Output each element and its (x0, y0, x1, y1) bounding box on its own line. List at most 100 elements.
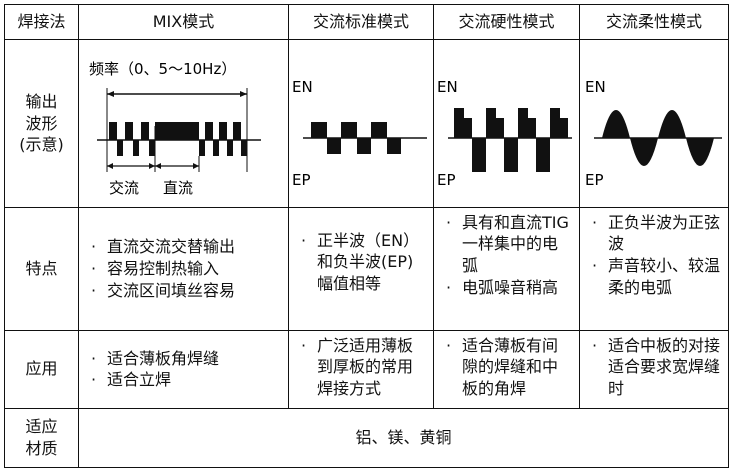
hard-waveform-cell: EN EP (433, 38, 580, 208)
soft-application-list: ·适合中板的对接适合要求宽焊缝时 (586, 335, 722, 400)
standard-ep-label: EP (292, 171, 311, 189)
standard-en-label: EN (292, 78, 313, 96)
soft-features-list: · 正负半波为正弦波 ·声音较小、较温柔的电弧 (586, 212, 722, 298)
header-mix-mode: MIX模式 (78, 4, 289, 40)
feature-text: 正负半波为正弦波 (608, 212, 721, 254)
hard-application-list: · 适合薄板有间隙的焊缝和中板的角焊 (440, 335, 573, 400)
bullet-icon: · (91, 237, 97, 257)
application-text: 广泛适用薄板到厚板的常用焊接方式 (317, 335, 414, 398)
feature-text: 交流区间填丝容易 (107, 280, 236, 300)
waveform-row: 输出 波形 (示意) 频率（0、5～10Hz） (4, 38, 729, 208)
list-item: ·适合薄板角焊缝 (85, 348, 282, 370)
bullet-icon: · (446, 335, 452, 355)
mix-ac-pulse-pos (125, 122, 133, 141)
feature-text: 具有和直流TIG一样集中的电弧 (462, 212, 569, 275)
list-item: ·声音较小、较温柔的电弧 (586, 255, 722, 298)
list-item: · 适合薄板有间隙的焊缝和中板的角焊 (440, 335, 573, 400)
material-row-label: 适应 材质 (4, 407, 79, 469)
mix-application-list: ·适合薄板角焊缝 ·适合立焊 (85, 348, 282, 391)
feature-text: 容易控制热输入 (107, 258, 220, 278)
hard-en-pulse (518, 108, 528, 139)
hard-features-cell: · 具有和直流TIG一样集中的电弧 ·电弧噪音稍高 (433, 206, 580, 331)
soft-ep-halfwave (630, 138, 658, 167)
standard-waveform-cell: EN EP (288, 38, 434, 208)
soft-ep-halfwave (686, 138, 714, 167)
waveform-label-line-1: 输出 (25, 91, 58, 111)
dc-arrow-left-icon (155, 163, 161, 170)
mix-application-cell: ·适合薄板角焊缝 ·适合立焊 (78, 329, 289, 409)
soft-waveform-cell: EN EP (579, 38, 729, 208)
mix-waveform-cell: 频率（0、5～10Hz） (78, 38, 289, 208)
hard-application-cell: · 适合薄板有间隙的焊缝和中板的角焊 (433, 329, 580, 409)
waveform-label-line-2: 波形 (25, 113, 58, 133)
header-row: 焊接法 MIX模式 交流标准模式 交流硬性模式 交流柔性模式 (4, 4, 729, 40)
mix-ac-pulse-pos (205, 122, 213, 141)
weld-mode-table: 焊接法 MIX模式 交流标准模式 交流硬性模式 交流柔性模式 输出 波形 (示意… (4, 4, 729, 469)
application-row: 应用 ·适合薄板角焊缝 ·适合立焊 ·广泛适用薄板到厚板的常用焊接方式 ·适合薄… (4, 329, 729, 409)
header-ac-standard-mode: 交流标准模式 (288, 4, 434, 40)
bullet-icon: · (91, 370, 97, 390)
mix-ac-pulse-pos (109, 122, 117, 141)
standard-features-cell: · 正半波（EN）和负半波(EP)幅值相等 (288, 206, 434, 331)
mix-ac-pulse-neg (117, 140, 123, 157)
hard-ep-pulse (536, 138, 550, 173)
hard-en-pulse-shoulder (496, 118, 504, 139)
hard-ep-label: EP (437, 171, 456, 189)
header-weld-method: 焊接法 (4, 4, 79, 40)
mix-ac-pulse-pos (233, 122, 241, 141)
material-label-line-2: 材质 (25, 438, 58, 458)
application-text: 适合薄板有间隙的焊缝和中板的角焊 (462, 335, 559, 398)
dc-arrow-right-icon (193, 163, 199, 170)
hard-ep-pulse (472, 138, 486, 173)
standard-ep-pulse (327, 138, 341, 155)
mix-dc-label: 直流 (163, 179, 193, 197)
bullet-icon: · (301, 230, 307, 250)
mix-ac-pulse-neg (241, 140, 247, 157)
waveform-label-line-3: (示意) (19, 135, 64, 155)
standard-en-pulse (341, 122, 357, 139)
hard-en-pulse (550, 108, 560, 139)
bullet-icon: · (592, 212, 598, 232)
mix-ac-pulse-neg (199, 140, 205, 157)
soft-en-halfwave (602, 110, 630, 139)
material-row: 适应 材质 铝、镁、黄铜 (4, 407, 729, 469)
hard-en-label: EN (437, 78, 458, 96)
material-label-line-1: 适应 (25, 417, 58, 437)
soft-application-cell: ·适合中板的对接适合要求宽焊缝时 (579, 329, 729, 409)
header-ac-hard-mode: 交流硬性模式 (433, 4, 580, 40)
standard-application-list: ·广泛适用薄板到厚板的常用焊接方式 (295, 335, 427, 400)
feature-text: 正半波（EN）和负半波(EP)幅值相等 (317, 230, 420, 293)
standard-en-pulse (371, 122, 387, 139)
standard-features-list: · 正半波（EN）和负半波(EP)幅值相等 (295, 230, 427, 295)
soft-waveform-diagram: EN EP (585, 78, 722, 189)
list-item: · 正负半波为正弦波 (586, 212, 722, 255)
list-item: ·容易控制热输入 (85, 258, 282, 280)
standard-waveform-diagram: EN EP (292, 78, 427, 189)
features-row-label: 特点 (4, 206, 79, 331)
standard-ep-pulse (357, 138, 371, 155)
standard-application-cell: ·广泛适用薄板到厚板的常用焊接方式 (288, 329, 434, 409)
mix-waveform-diagram: 频率（0、5～10Hz） (89, 60, 261, 197)
ac-arrow-left-icon (107, 163, 113, 170)
mix-dc-block (155, 122, 199, 141)
mix-ac-pulse-pos (219, 122, 227, 141)
bullet-icon: · (446, 212, 452, 232)
frequency-arrow-left-icon (107, 91, 114, 98)
list-item: ·电弧噪音稍高 (440, 277, 573, 299)
features-row: 特点 ·直流交流交替输出 ·容易控制热输入 ·交流区间填丝容易 ·正半波（EN）… (4, 206, 729, 331)
application-text: 适合中板的对接适合要求宽焊缝时 (608, 335, 721, 398)
soft-ep-label: EP (585, 171, 604, 189)
mix-ac-pulse-neg (213, 140, 219, 157)
frequency-arrow-right-icon (240, 91, 247, 98)
list-item: ·交流区间填丝容易 (85, 280, 282, 302)
feature-text: 直流交流交替输出 (107, 237, 236, 257)
hard-ep-pulse (504, 138, 518, 173)
bullet-icon: · (91, 348, 97, 368)
mix-ac-pulse-neg (149, 140, 155, 157)
mix-ac-pulse-neg (227, 140, 233, 157)
list-item: ·适合立焊 (85, 369, 282, 391)
hard-en-pulse (454, 108, 464, 139)
hard-en-pulse (486, 108, 496, 139)
standard-ep-pulse (387, 138, 401, 155)
bullet-icon: · (446, 277, 452, 297)
